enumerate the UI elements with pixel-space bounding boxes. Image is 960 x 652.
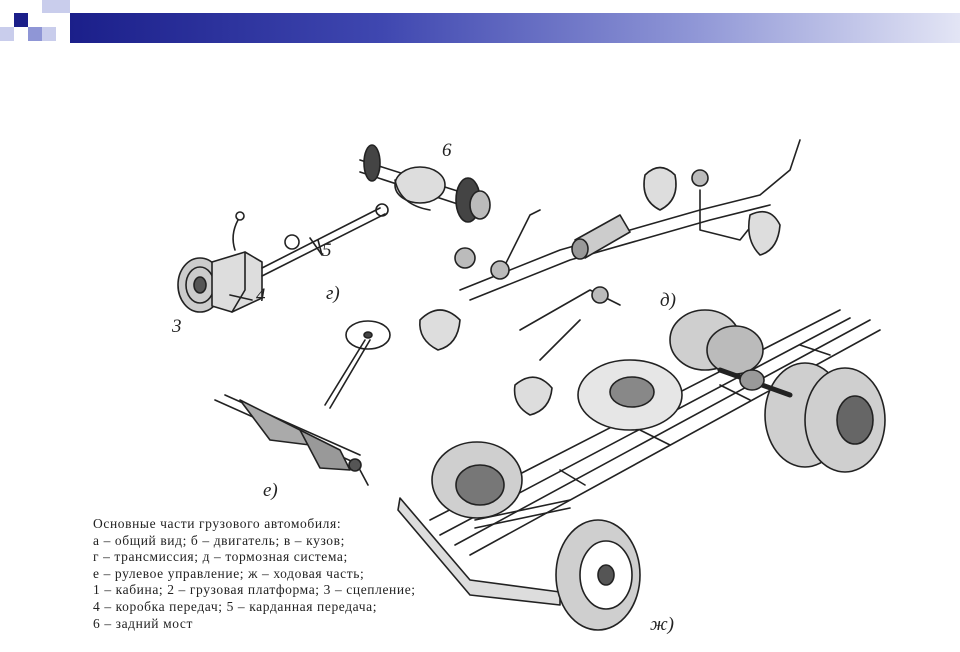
caption-title: Основные части грузового автомобиля: <box>93 516 342 531</box>
caption-line: 4 – коробка передач; 5 – карданная перед… <box>93 598 378 614</box>
label-d: д) <box>660 290 676 311</box>
header-squares <box>0 0 70 60</box>
brake-system-drawing <box>419 139 801 416</box>
figure-caption: Основные части грузового автомобиля: а –… <box>93 516 416 632</box>
label-zh: ж) <box>650 614 675 635</box>
label-g: г) <box>326 283 340 304</box>
label-6: 6 <box>442 140 452 161</box>
label-e: е) <box>263 480 278 501</box>
caption-line: 6 – задний мост <box>93 615 194 631</box>
label-3: 3 <box>172 316 182 337</box>
header-square-light-3 <box>42 27 56 41</box>
header-square-light <box>42 0 70 13</box>
transmission-drawing <box>177 144 491 313</box>
caption-line: 1 – кабина; 2 – грузовая платформа; 3 – … <box>93 582 416 598</box>
label-4: 4 <box>256 285 266 306</box>
header-square-light-2 <box>0 27 14 41</box>
label-5: 5 <box>322 240 332 261</box>
caption-line: а – общий вид; б – двигатель; в – кузов; <box>93 532 345 548</box>
steering-drawing <box>214 320 391 486</box>
header-square-mid <box>28 27 42 41</box>
header-square-dark <box>14 13 28 27</box>
chassis-drawing <box>397 309 886 631</box>
caption-line: г – трансмиссия; д – тормозная система; <box>93 549 348 565</box>
header-gradient-bar <box>70 13 960 43</box>
caption-line: е – рулевое управление; ж – ходовая част… <box>93 565 365 581</box>
